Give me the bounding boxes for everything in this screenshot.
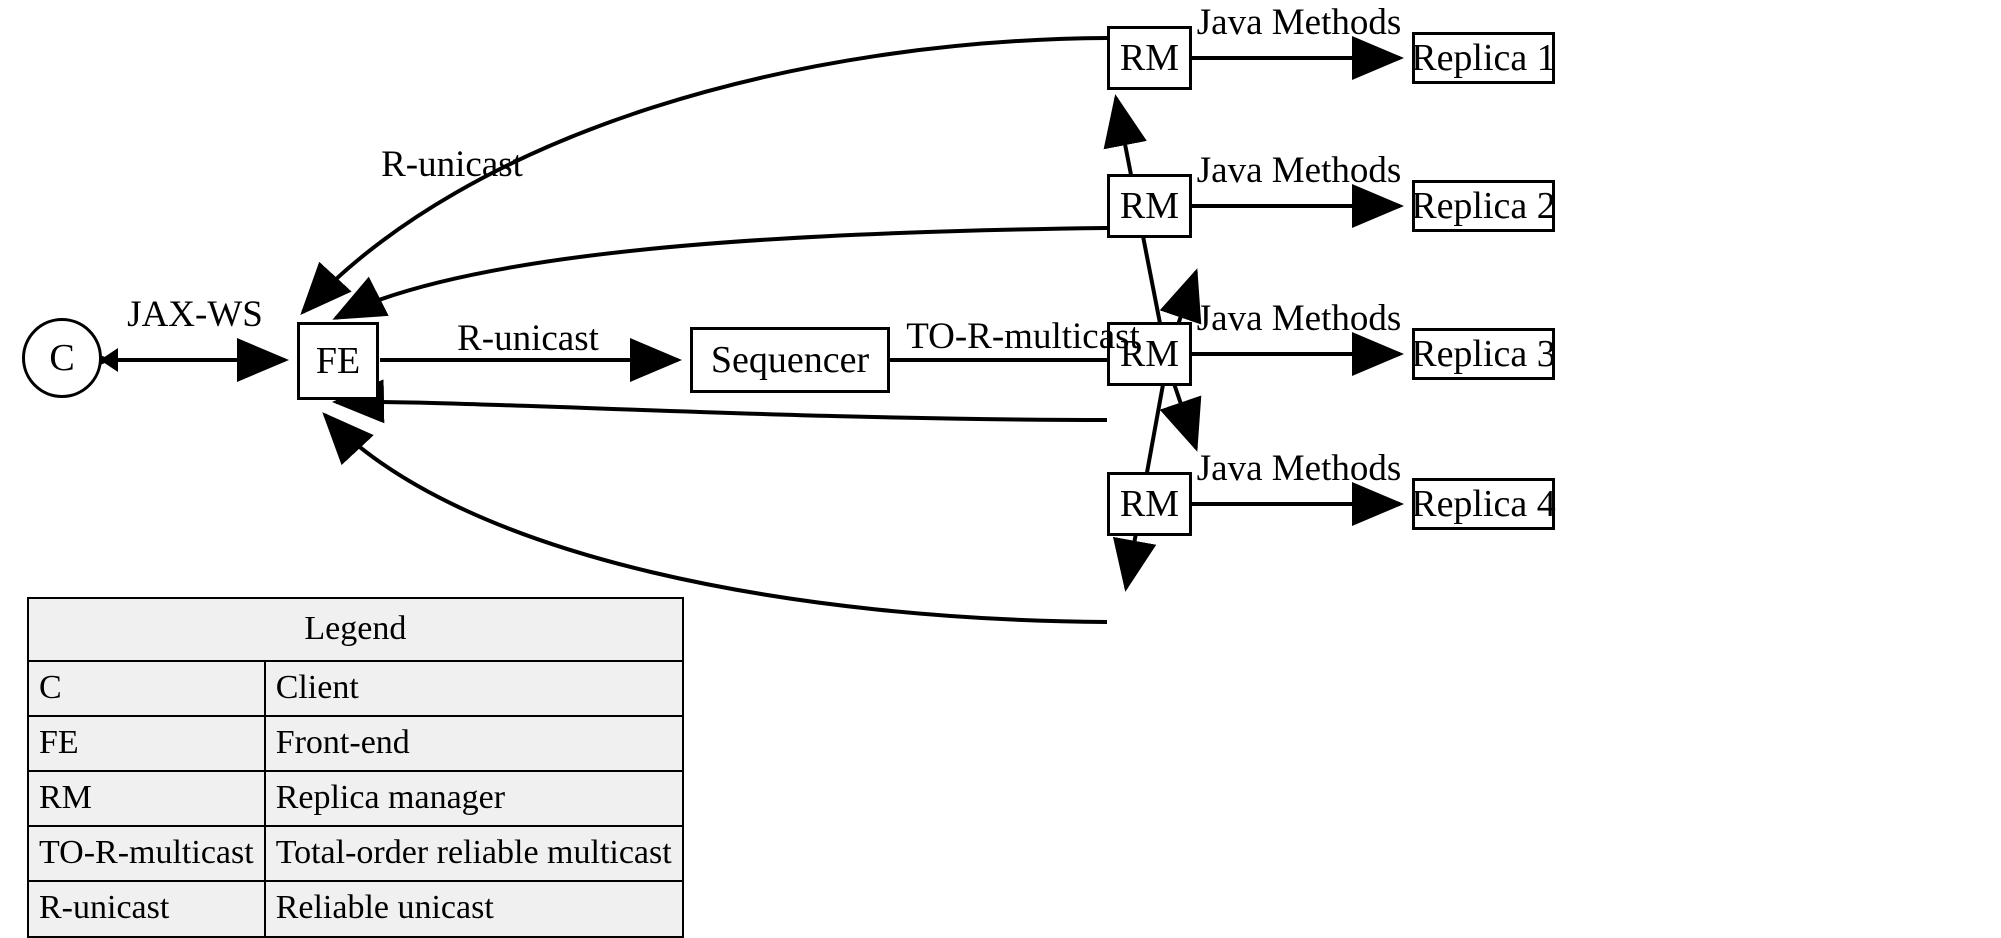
legend-title-row: Legend bbox=[27, 596, 684, 663]
node-replica-2[interactable]: Replica 2 bbox=[1411, 180, 1556, 232]
node-rm-4[interactable]: RM bbox=[1107, 472, 1192, 536]
node-client[interactable]: C bbox=[22, 318, 102, 398]
legend-value: Client bbox=[263, 660, 684, 718]
edge-label-to-r-multicast: TO-R-multicast bbox=[906, 316, 1140, 357]
legend-value: Replica manager bbox=[263, 770, 684, 828]
edge-label-r-unicast-top: R-unicast bbox=[381, 144, 523, 185]
legend-row: TO-R-multicast Total-order reliable mult… bbox=[27, 825, 684, 883]
edge-rm1-frontend bbox=[300, 36, 1108, 315]
legend-value: Total-order reliable multicast bbox=[263, 825, 684, 883]
edge-rm3-frontend bbox=[332, 379, 1108, 424]
node-replica-3-label: Replica 3 bbox=[1411, 333, 1556, 375]
legend-table: Legend C Client FE Front-end RM Replica … bbox=[27, 596, 684, 938]
edge-label-java-methods-4: Java Methods bbox=[1196, 448, 1402, 489]
edge-label-jax-ws: JAX-WS bbox=[127, 294, 263, 335]
legend-row: R-unicast Reliable unicast bbox=[27, 880, 684, 938]
node-replica-1-label: Replica 1 bbox=[1411, 37, 1556, 79]
diagram-canvas: C FE Sequencer RM RM RM RM Replica 1 Rep… bbox=[22, 2, 1556, 938]
edge-label-r-unicast-mid: R-unicast bbox=[457, 318, 599, 359]
legend-row: C Client bbox=[27, 660, 684, 718]
node-rm-3[interactable]: RM bbox=[1107, 322, 1192, 386]
node-rm-4-label: RM bbox=[1119, 483, 1180, 525]
node-sequencer[interactable]: Sequencer bbox=[690, 327, 890, 393]
edge-rm4-frontend bbox=[322, 412, 1108, 624]
edge-label-java-methods-2: Java Methods bbox=[1196, 150, 1402, 191]
node-sequencer-label: Sequencer bbox=[710, 339, 870, 381]
node-rm-2-label: RM bbox=[1119, 185, 1180, 227]
edge-rm2-frontend bbox=[332, 226, 1108, 320]
node-replica-4[interactable]: Replica 4 bbox=[1411, 478, 1556, 530]
node-replica-4-label: Replica 4 bbox=[1411, 483, 1556, 525]
node-rm-2[interactable]: RM bbox=[1107, 174, 1192, 238]
node-replica-1[interactable]: Replica 1 bbox=[1411, 32, 1556, 84]
legend-key: RM bbox=[27, 770, 266, 828]
legend-value: Front-end bbox=[263, 715, 684, 773]
edge-label-java-methods-3: Java Methods bbox=[1196, 298, 1402, 339]
legend-row: RM Replica manager bbox=[27, 770, 684, 828]
node-client-label: C bbox=[49, 337, 75, 379]
node-frontend-label: FE bbox=[315, 340, 361, 382]
edge-label-java-methods-1: Java Methods bbox=[1196, 2, 1402, 43]
edge-client-frontend bbox=[60, 338, 289, 382]
node-replica-2-label: Replica 2 bbox=[1411, 185, 1556, 227]
legend-value: Reliable unicast bbox=[263, 880, 684, 938]
legend-key: R-unicast bbox=[27, 880, 266, 938]
legend-row: FE Front-end bbox=[27, 715, 684, 773]
legend-key: FE bbox=[27, 715, 266, 773]
node-rm-1-label: RM bbox=[1119, 37, 1180, 79]
node-frontend[interactable]: FE bbox=[297, 322, 379, 400]
node-rm-3-label: RM bbox=[1119, 333, 1180, 375]
legend-title: Legend bbox=[27, 596, 684, 663]
legend-key: TO-R-multicast bbox=[27, 825, 266, 883]
node-rm-1[interactable]: RM bbox=[1107, 26, 1192, 90]
legend-key: C bbox=[27, 660, 266, 718]
node-replica-3[interactable]: Replica 3 bbox=[1411, 328, 1556, 380]
